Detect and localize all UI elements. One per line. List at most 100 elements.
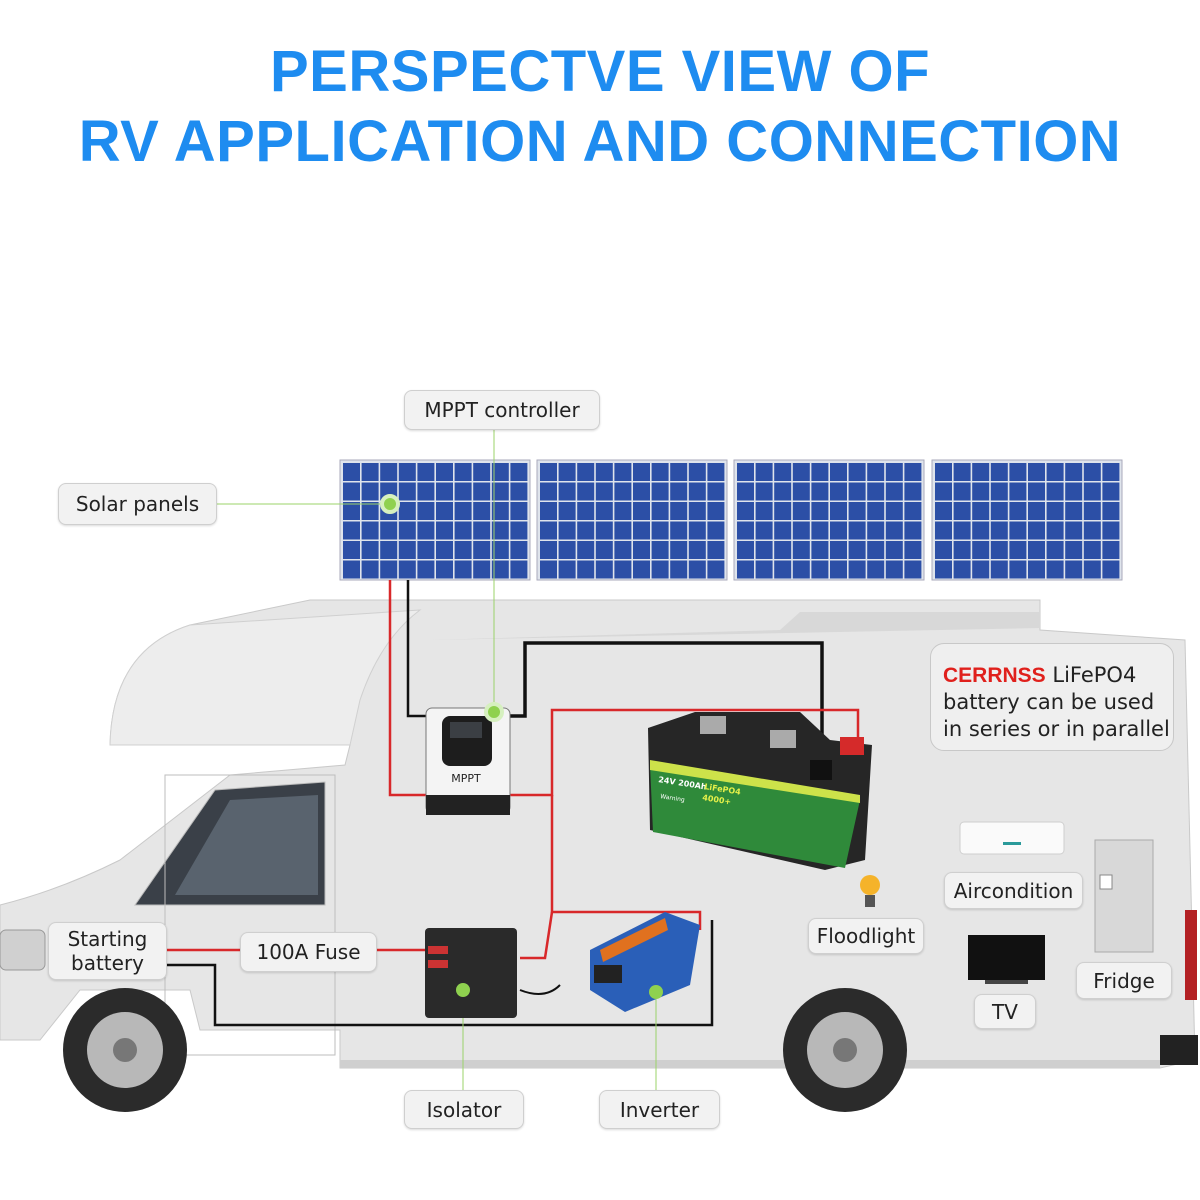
solar-cell (398, 560, 416, 579)
solar-cell (473, 482, 491, 501)
solar-cell (651, 521, 669, 540)
solar-cell (935, 502, 952, 520)
solar-cell (1028, 560, 1045, 579)
solar-panel (931, 459, 1123, 581)
solar-cell (1102, 541, 1120, 559)
solar-cell (473, 463, 491, 481)
solar-cell (904, 521, 922, 540)
solar-cell (774, 482, 792, 501)
solar-cell (1046, 482, 1064, 501)
solar-cell (633, 521, 650, 540)
solar-cell (614, 560, 632, 579)
brand-name: CERRNSS (943, 664, 1046, 687)
solar-cell (510, 521, 528, 540)
solar-cell (774, 541, 792, 559)
solar-cell (830, 541, 847, 559)
solar-cell (540, 560, 557, 579)
label-solar-panels: Solar panels (58, 483, 217, 525)
solar-cell (904, 463, 922, 481)
solar-cell (1009, 521, 1027, 540)
solar-cell (454, 521, 472, 540)
solar-cell (614, 502, 632, 520)
solar-cell (577, 502, 595, 520)
solar-cell (830, 463, 847, 481)
wire-battery-positive (508, 708, 860, 797)
front-wheel (63, 988, 187, 1112)
solar-cell (811, 482, 829, 501)
solar-cell (688, 463, 706, 481)
solar-cell (633, 482, 650, 501)
solar-cell (1065, 541, 1083, 559)
solar-cell (1065, 482, 1083, 501)
solar-cell (436, 560, 453, 579)
wiring (165, 428, 860, 1090)
solar-cell (670, 521, 688, 540)
solar-cell (398, 521, 416, 540)
solar-cell (510, 541, 528, 559)
solar-cell (380, 521, 398, 540)
solar-cell (1102, 463, 1120, 481)
wire-isolator-positive (520, 911, 554, 960)
tv-unit (968, 935, 1045, 984)
solar-cell (577, 560, 595, 579)
title-line-1: PERSPECTVE VIEW OF (270, 39, 930, 104)
solar-cell (473, 521, 491, 540)
battery-note: CERRNSS LiFePO4 battery can be used in s… (930, 643, 1174, 751)
solar-cell (707, 463, 725, 481)
solar-cell (1009, 560, 1027, 579)
solar-cell (848, 502, 866, 520)
solar-panel-array (339, 459, 1123, 581)
solar-cell (1028, 482, 1045, 501)
solar-cell (1046, 463, 1064, 481)
solar-cell (614, 463, 632, 481)
solar-cell (1083, 560, 1101, 579)
solar-cell (1009, 541, 1027, 559)
solar-cell (953, 541, 971, 559)
fridge-unit (1094, 839, 1154, 953)
mppt-controller-device: MPPT (425, 707, 511, 815)
solar-cell (417, 521, 435, 540)
solar-cell (473, 502, 491, 520)
solar-cell (935, 541, 952, 559)
solar-cell (1028, 541, 1045, 559)
solar-cell (651, 502, 669, 520)
solar-cell (577, 482, 595, 501)
solar-cell (848, 521, 866, 540)
solar-cell (651, 541, 669, 559)
solar-cell (774, 521, 792, 540)
solar-cell (867, 560, 885, 579)
solar-cell (885, 541, 903, 559)
solar-cell (972, 560, 990, 579)
solar-cell (577, 521, 595, 540)
solar-cell (491, 463, 509, 481)
solar-cell (417, 560, 435, 579)
mppt-device-label: MPPT (451, 772, 481, 785)
solar-cell (1065, 521, 1083, 540)
aircondition-unit (959, 821, 1065, 855)
solar-cell (1046, 560, 1064, 579)
solar-cell (755, 541, 773, 559)
solar-panel (733, 459, 925, 581)
solar-cell (380, 560, 398, 579)
solar-cell (972, 541, 990, 559)
solar-cell (398, 463, 416, 481)
solar-cell (935, 482, 952, 501)
solar-cell (633, 463, 650, 481)
solar-cell (491, 482, 509, 501)
solar-cell (614, 521, 632, 540)
solar-cell (436, 502, 453, 520)
solar-cell (990, 482, 1008, 501)
rear-wheel (783, 988, 907, 1112)
solar-cell (1028, 502, 1045, 520)
solar-cell (904, 502, 922, 520)
solar-cell (614, 482, 632, 501)
solar-cell (707, 482, 725, 501)
solar-cell (1083, 463, 1101, 481)
solar-panel (339, 459, 531, 581)
solar-cell (670, 502, 688, 520)
solar-cell (380, 463, 398, 481)
solar-cell (990, 541, 1008, 559)
solar-cell (436, 463, 453, 481)
solar-cell (848, 541, 866, 559)
solar-cell (885, 560, 903, 579)
